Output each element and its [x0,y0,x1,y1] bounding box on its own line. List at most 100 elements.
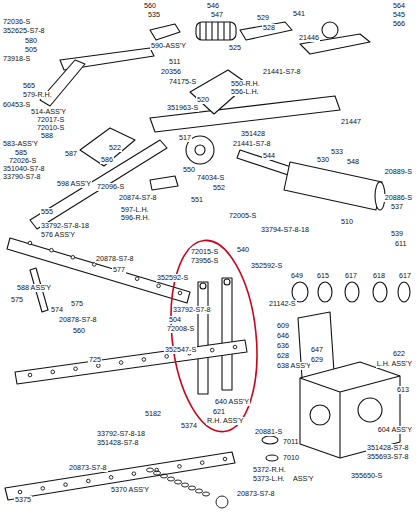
hole [74,367,78,371]
hole [142,358,146,362]
hole [210,348,214,352]
callout-number: 566 [392,20,406,28]
hole [87,479,91,483]
pump-part [398,282,410,302]
callout-number: 613 [396,386,410,394]
callout-number: 539 [390,230,404,238]
callout-number: L.H. ASS'Y [376,360,413,368]
callout-number: 33790-S7-8 [2,173,42,181]
callout-number: 520 [196,96,210,104]
chain-link [175,480,182,484]
callout-number: 33792-S7-8 [172,306,212,314]
pump-part [292,282,308,302]
drawbar [5,452,235,500]
hole [233,345,237,349]
link-eye [224,279,230,285]
callout-number: 5370 ASS'Y [110,486,150,494]
chain-link [154,471,161,475]
hole [178,291,182,295]
callout-number: 33792-S7-8-18 [40,222,90,230]
hole [119,361,123,365]
hole [71,255,75,259]
callout-number: 546 [206,2,220,10]
pin [150,176,178,190]
callout-number: 588 ASS'Y [16,284,52,292]
lift-arm-555 [30,140,167,229]
callout-number: 517 [178,134,192,142]
hole [50,248,54,252]
callout-number: 636 [276,342,290,350]
callout-number: 74034-S [196,174,225,182]
callout-number: 587 [64,150,78,158]
callout-number: 618 [372,272,386,280]
pump-part [373,282,387,302]
spring [196,22,236,40]
callout-number: 535 [147,11,161,19]
callout-number: 564 [392,2,406,10]
callout-number: 590-ASS'Y [150,42,187,50]
callout-number: 541 [292,10,306,18]
callout-number: 33794-S7-8-18 [260,226,310,234]
callout-number: 73956-S [190,257,219,265]
callout-number: 72096-S [96,183,125,191]
callout-number: 638 ASS'Y [276,362,312,370]
chain-link [147,468,154,472]
hole [200,461,204,465]
callout-number: 7011 [282,438,299,446]
chain-link [189,486,196,490]
callout-number: 5375 [14,496,32,504]
callout-number: 577 [112,266,126,274]
callout-number: 540 [236,246,250,254]
callout-number: 552 [212,184,226,192]
housing-bore [358,398,382,422]
callout-number: 528 [262,24,276,32]
callout-number: 72005-S [228,212,257,220]
callout-number: 621 [212,408,226,416]
hole [132,472,136,476]
callout-number: 5372-R.H. [252,466,287,474]
callout-number: 550 [182,166,196,174]
callout-number: 355693-S7-8 [366,453,410,461]
callout-number: 20874-S7-8 [118,194,158,202]
callout-number: 646 [276,332,290,340]
plug [266,455,278,461]
callout-number: 72015-S [190,248,219,256]
callout-number: 352592-S [156,274,189,282]
hole [41,487,45,491]
chain-link [203,492,210,496]
hole [28,373,32,377]
pump-part [345,282,359,302]
callout-number: 544 [262,152,276,160]
hole [178,465,182,469]
callout-number: 510 [340,218,354,226]
hole [28,241,32,245]
callout-number: 20889-S [384,168,413,176]
callout-number: 73918-S [2,55,31,63]
link-eye [200,283,206,289]
callout-number: 597-L.H. [120,206,150,214]
callout-number: 20878-S7-8 [95,255,135,263]
callout-number: 525 [228,44,242,52]
callout-number: 560 [143,2,157,10]
callout-number: 504 [168,316,182,324]
callout-number: 352625-S7-8 [2,27,46,35]
callout-number: 575 [70,300,84,308]
callout-number: 529 [256,14,270,22]
callout-number: 725 [88,356,102,364]
callout-number: 5182 [144,410,162,418]
callout-number: 355650-S [350,472,383,480]
callout-number: R.H. ASS'Y [206,417,245,425]
pump-part [318,282,332,302]
lift-link-left [198,282,208,394]
callout-number: 550-R.H. [230,80,261,88]
callout-number: 547 [210,11,224,19]
callout-number: 565 [22,82,36,90]
callout-number: 617 [398,272,412,280]
callout-number: 351428 [240,130,266,138]
callout-number: 72010-S [36,124,65,132]
spring-coils [200,22,230,40]
hole [92,263,96,267]
callout-number: 351428-S7-8 [96,439,140,447]
